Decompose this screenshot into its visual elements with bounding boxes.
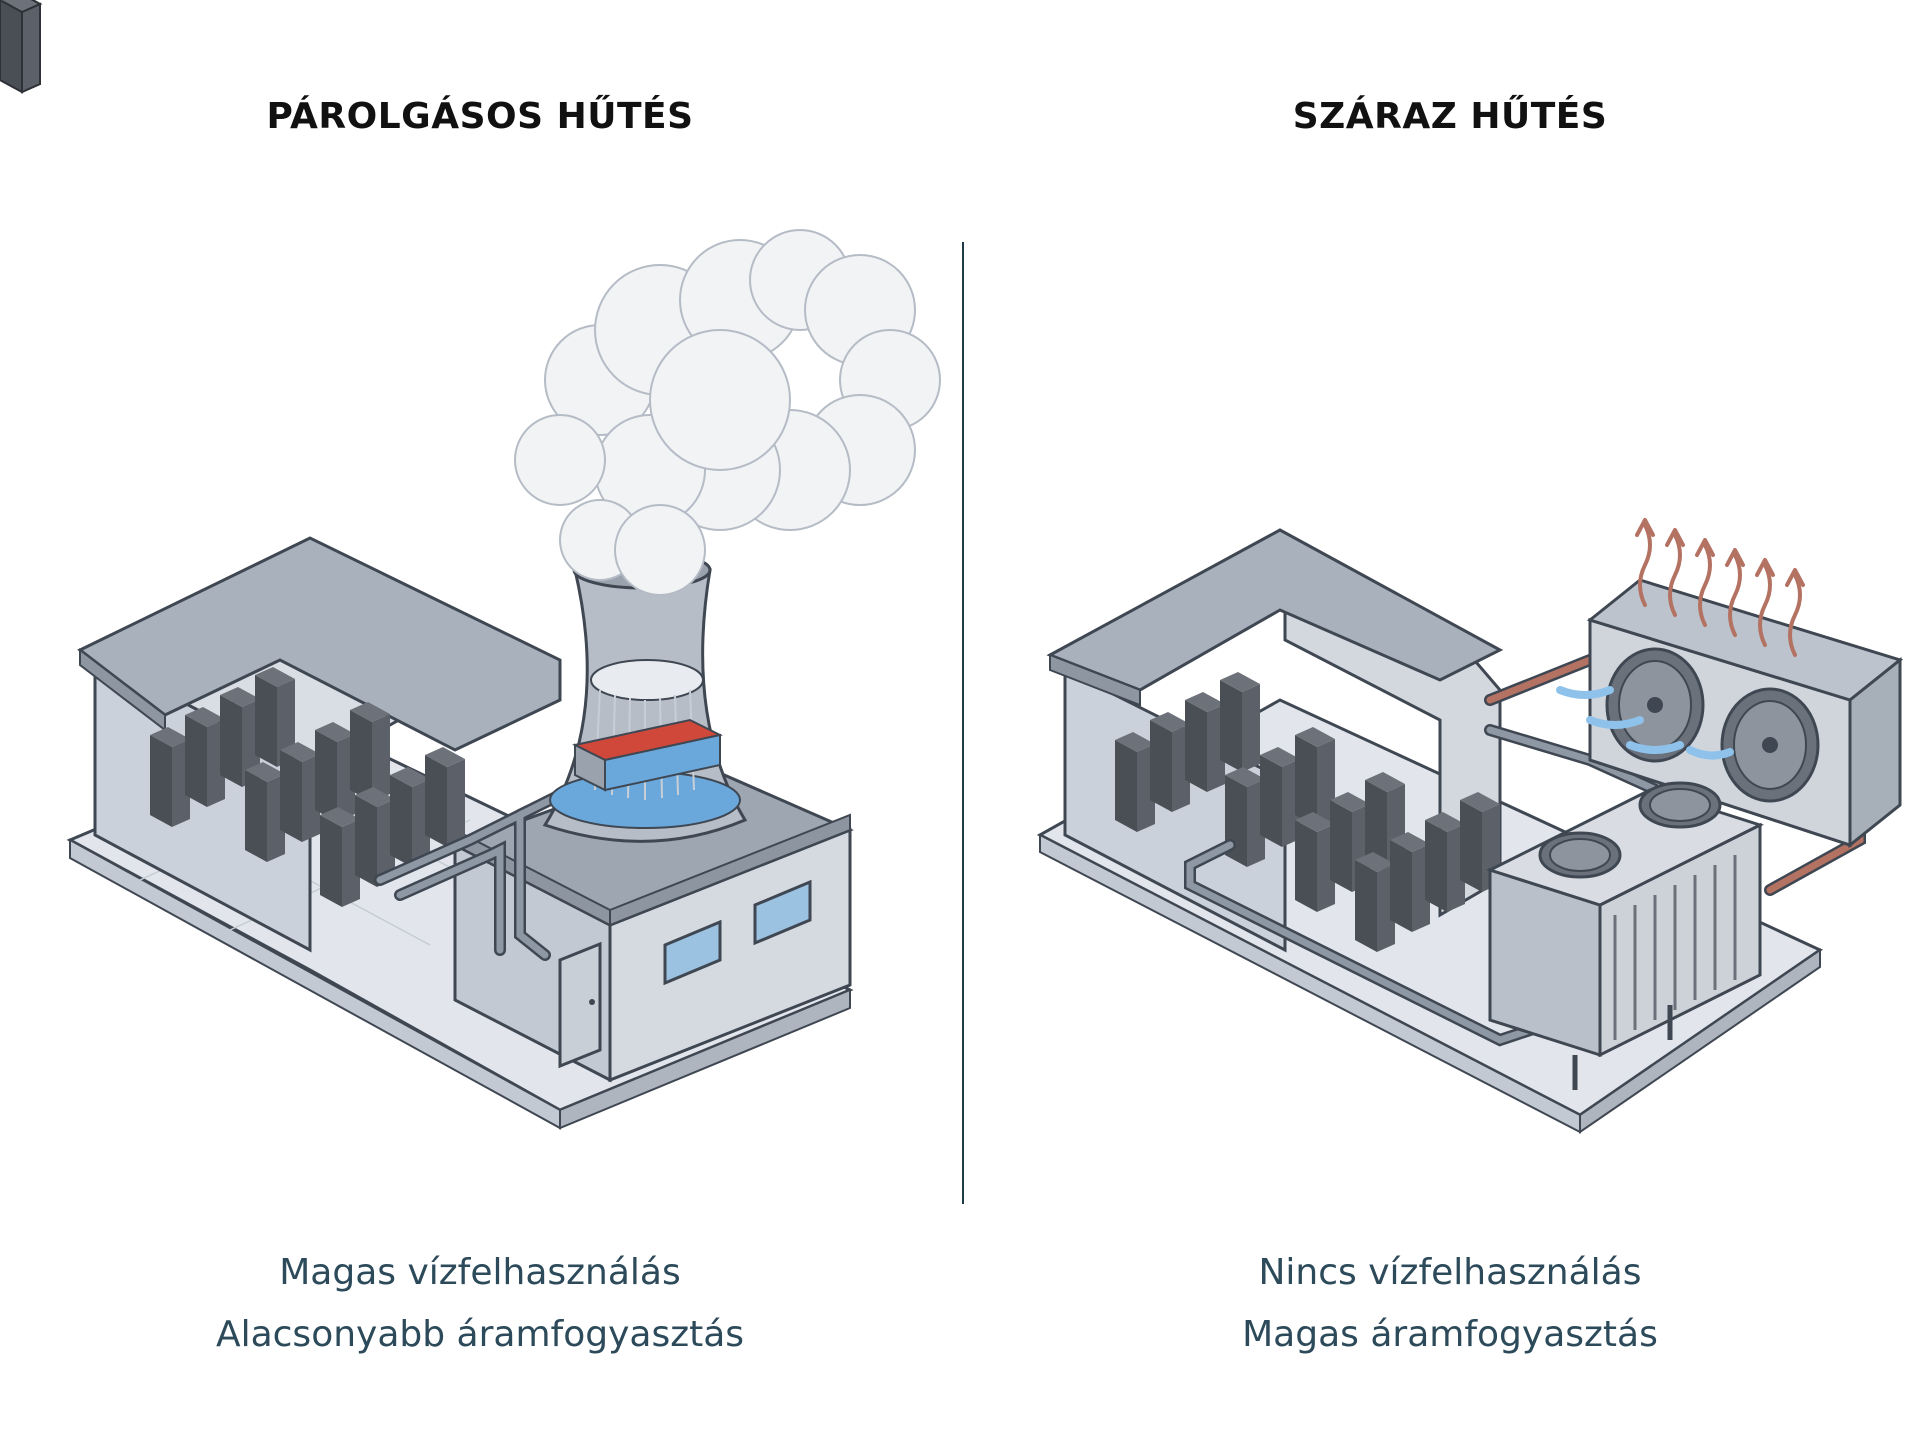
right-caption-water: Nincs vízfelhasználás bbox=[1258, 1252, 1642, 1293]
cooling-tower-icon bbox=[542, 550, 748, 843]
evaporative-cooling-illustration bbox=[0, 0, 941, 1130]
heat-arrow-icon bbox=[1635, 518, 1805, 657]
airflow-icon bbox=[1556, 686, 1734, 760]
annex-window bbox=[753, 879, 812, 946]
dry-cooling-illustration bbox=[0, 0, 1904, 1134]
left-caption-power: Alacsonyabb áramfogyasztás bbox=[215, 1314, 745, 1355]
fan-icon bbox=[1605, 647, 1820, 803]
evaporative-cooling-title: PÁROLGÁSOS HŰTÉS bbox=[266, 96, 694, 137]
left-roof bbox=[77, 536, 562, 752]
condenser-unit bbox=[1486, 788, 1764, 1090]
fan-icon bbox=[1538, 781, 1722, 879]
dry-cooling-title: SZÁRAZ HŰTÉS bbox=[1292, 96, 1608, 137]
left-caption-water: Magas vízfelhasználás bbox=[279, 1252, 681, 1293]
right-caption-power: Magas áramfogyasztás bbox=[1242, 1314, 1658, 1355]
panel-divider bbox=[962, 242, 964, 1204]
right-roof bbox=[1046, 528, 1504, 692]
annex-window bbox=[663, 919, 722, 986]
annex-door bbox=[558, 941, 602, 1069]
steam-cloud-icon bbox=[514, 229, 941, 596]
